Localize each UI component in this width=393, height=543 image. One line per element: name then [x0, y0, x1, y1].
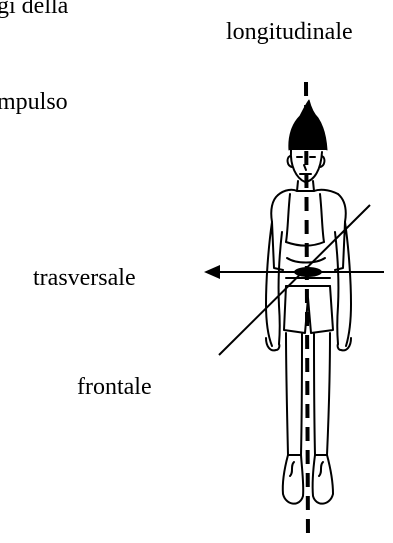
- transverse-axis-arrowhead: [204, 265, 220, 279]
